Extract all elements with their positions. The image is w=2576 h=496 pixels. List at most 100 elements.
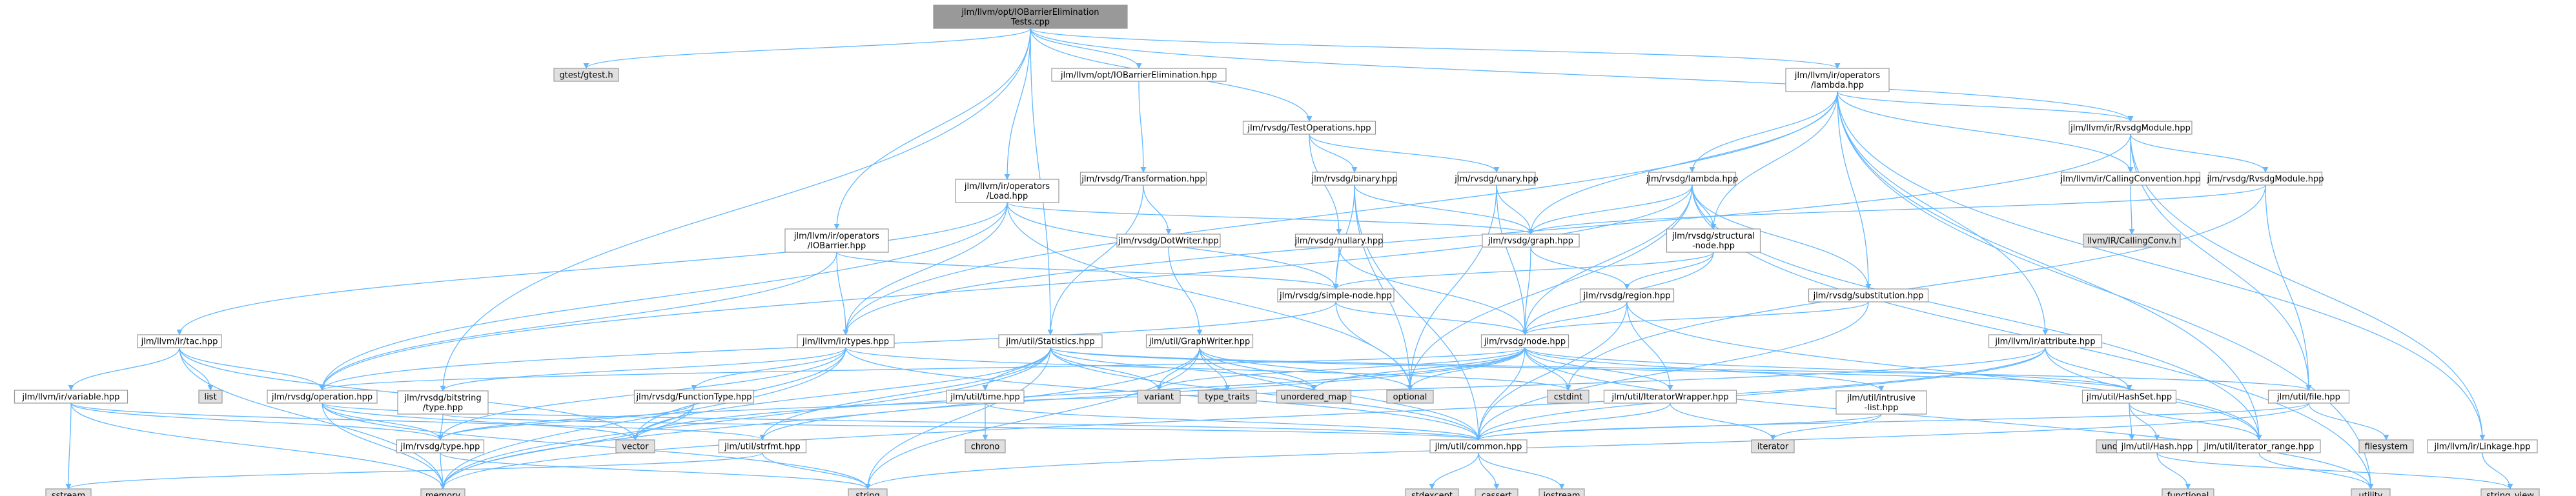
node-label: jlm/llvm/ir/tac.hpp xyxy=(141,337,218,347)
node-sstream[interactable]: sstream xyxy=(45,488,92,496)
node-attribute[interactable]: jlm/llvm/ir/attribute.hpp xyxy=(1988,334,2103,348)
node-optional[interactable]: optional xyxy=(1386,390,1434,404)
edge-rvsdgmodule_r-to-file xyxy=(2265,184,2312,391)
node-utility[interactable]: utility xyxy=(2351,488,2391,496)
node-string[interactable]: string xyxy=(848,488,888,496)
node-iterrange[interactable]: jlm/util/iterator_range.hpp xyxy=(2197,439,2321,453)
node-llvmcc[interactable]: llvm/IR/CallingConv.h xyxy=(2083,233,2181,248)
node-label-line: /IOBarrier.hpp xyxy=(808,241,866,251)
node-graph[interactable]: jlm/rvsdg/graph.hpp xyxy=(1482,233,1580,248)
node-time[interactable]: jlm/util/time.hpp xyxy=(946,390,1025,404)
node-transformation[interactable]: jlm/rvsdg/Transformation.hpp xyxy=(1079,172,1207,186)
node-label: type_traits xyxy=(1205,393,1250,402)
node-common[interactable]: jlm/util/common.hpp xyxy=(1429,439,1528,453)
node-rvsdgmodule-r[interactable]: jlm/rvsdg/RvsdgModule.hpp xyxy=(2206,172,2324,186)
node-label: jlm/rvsdg/simple-node.hpp xyxy=(1279,292,1392,301)
edge-rtype-to-string xyxy=(440,452,871,490)
edge-root-to-bitstring xyxy=(440,28,1031,392)
node-iostream[interactable]: iostream xyxy=(1538,488,1585,496)
node-iterator[interactable]: iterator xyxy=(1751,439,1795,453)
edge-simplenode-to-node xyxy=(1335,301,1528,335)
node-substitution[interactable]: jlm/rvsdg/substitution.hpp xyxy=(1808,288,1929,303)
node-box xyxy=(45,488,92,496)
node-simplenode[interactable]: jlm/rvsdg/simple-node.hpp xyxy=(1277,288,1395,303)
node-label: jlm/llvm/ir/attribute.hpp xyxy=(1994,337,2095,347)
node-label: optional xyxy=(1393,393,1427,402)
node-strfmt[interactable]: jlm/util/strfmt.hpp xyxy=(718,439,807,453)
node-file[interactable]: jlm/util/file.hpp xyxy=(2267,390,2350,404)
edge-tac-to-variable xyxy=(68,347,180,391)
node-list[interactable]: list xyxy=(198,390,223,404)
node-chrono[interactable]: chrono xyxy=(965,439,1006,453)
node-memory[interactable]: memory xyxy=(420,488,465,496)
node-string-view[interactable]: string_view xyxy=(2480,488,2540,496)
node-region[interactable]: jlm/rvsdg/region.hpp xyxy=(1579,288,1675,303)
edge-types-to-functiontype xyxy=(691,347,846,391)
node-operation[interactable]: jlm/rvsdg/operation.hpp xyxy=(267,390,378,404)
node-rtype[interactable]: jlm/rvsdg/type.hpp xyxy=(396,439,485,453)
node-label: chrono xyxy=(971,442,1000,452)
node-binary[interactable]: jlm/rvsdg/binary.hpp xyxy=(1311,172,1398,186)
node-hash[interactable]: jlm/util/Hash.hpp xyxy=(2116,439,2198,453)
node-cstdint[interactable]: cstdint xyxy=(1547,390,1590,404)
node-filesystem[interactable]: filesystem xyxy=(2358,439,2414,453)
node-label: jlm/util/Statistics.hpp xyxy=(1005,337,1095,347)
node-box xyxy=(955,179,1059,203)
node-vector[interactable]: vector xyxy=(615,439,655,453)
node-statistics[interactable]: jlm/util/Statistics.hpp xyxy=(998,334,1103,348)
node-type-traits[interactable]: type_traits xyxy=(1198,390,1257,404)
node-rvsdgmodule-ir[interactable]: jlm/llvm/ir/RvsdgModule.hpp xyxy=(2069,121,2193,135)
node-label: jlm/rvsdg/operation.hpp xyxy=(271,393,373,402)
node-unary[interactable]: jlm/rvsdg/unary.hpp xyxy=(1454,172,1538,186)
node-label-line: jlm/llvm/ir/operators xyxy=(964,182,1050,192)
node-intrusive[interactable]: jlm/util/intrusive-list.hpp xyxy=(1835,390,1927,415)
node-bitstring[interactable]: jlm/rvsdg/bitstring/type.hpp xyxy=(397,390,489,415)
node-node[interactable]: jlm/rvsdg/node.hpp xyxy=(1480,334,1569,348)
node-load[interactable]: jlm/llvm/ir/operators/Load.hpp xyxy=(955,179,1059,203)
node-unordered-map[interactable]: unordered_map xyxy=(1276,390,1352,404)
node-functional[interactable]: functional xyxy=(2162,488,2214,496)
node-cassert[interactable]: cassert xyxy=(1475,488,1518,496)
node-iterwrapper[interactable]: jlm/util/IteratorWrapper.hpp xyxy=(1603,390,1737,404)
node-label-line: jlm/util/strfmt.hpp xyxy=(724,442,801,452)
node-gtest[interactable]: gtest/gtest.h xyxy=(553,68,619,82)
node-callconv[interactable]: jlm/llvm/ir/CallingConvention.hpp xyxy=(2060,172,2201,186)
node-box xyxy=(2427,439,2538,453)
edge-iobarrier-to-operation xyxy=(319,252,837,391)
edge-strfmt-to-string xyxy=(762,452,871,490)
node-label-line: -node.hpp xyxy=(1692,241,1735,251)
node-linkage[interactable]: jlm/llvm/ir/Linkage.hpp xyxy=(2427,439,2538,453)
node-label-line: llvm/IR/CallingConv.h xyxy=(2087,237,2176,246)
node-variant[interactable]: variant xyxy=(1137,390,1181,404)
node-box xyxy=(198,390,223,404)
node-box xyxy=(1751,439,1795,453)
edge-types-to-memory xyxy=(440,347,846,490)
node-tac[interactable]: jlm/llvm/ir/tac.hpp xyxy=(137,334,222,348)
node-variable[interactable]: jlm/llvm/ir/variable.hpp xyxy=(14,390,128,404)
edge-graphwriter-to-type_traits xyxy=(1199,347,1231,391)
node-iobarrier[interactable]: jlm/llvm/ir/operators/IOBarrier.hpp xyxy=(784,228,889,253)
node-types[interactable]: jlm/llvm/ir/types.hpp xyxy=(797,334,895,348)
node-graphwriter[interactable]: jlm/util/GraphWriter.hpp xyxy=(1145,334,1254,348)
edge-bitstring-to-common xyxy=(442,413,1481,441)
node-lambda-ops[interactable]: jlm/llvm/ir/operators/lambda.hpp xyxy=(1785,68,1890,92)
edge-statistics-to-strfmt xyxy=(759,347,1051,441)
node-stdexcept[interactable]: stdexcept xyxy=(1405,488,1459,496)
node-nullary[interactable]: jlm/rvsdg/nullary.hpp xyxy=(1294,233,1384,248)
node-label-line: jlm/rvsdg/FunctionType.hpp xyxy=(636,393,752,402)
edge-node-to-optional xyxy=(1407,347,1526,391)
node-testops[interactable]: jlm/rvsdg/TestOperations.hpp xyxy=(1242,121,1376,135)
node-structural[interactable]: jlm/rvsdg/structural-node.hpp xyxy=(1666,228,1761,253)
node-iobe-hpp[interactable]: jlm/llvm/opt/IOBarrierElimination.hpp xyxy=(1051,68,1227,82)
edge-lambda_ops-to-structural xyxy=(1710,91,1838,230)
node-label-line: jlm/llvm/ir/attribute.hpp xyxy=(1994,337,2095,347)
node-rlambda[interactable]: jlm/rvsdg/lambda.hpp xyxy=(1646,172,1739,186)
node-hashset[interactable]: jlm/util/HashSet.hpp xyxy=(2081,390,2177,404)
edge-lambda_ops-to-rvsdgmodule_ir xyxy=(1837,91,2134,122)
node-functiontype[interactable]: jlm/rvsdg/FunctionType.hpp xyxy=(633,390,755,404)
node-dotwriter[interactable]: jlm/rvsdg/DotWriter.hpp xyxy=(1116,233,1221,248)
node-label-line: jlm/rvsdg/nullary.hpp xyxy=(1294,237,1384,246)
node-box xyxy=(267,390,378,404)
edge-variable-to-rtype xyxy=(70,402,444,441)
